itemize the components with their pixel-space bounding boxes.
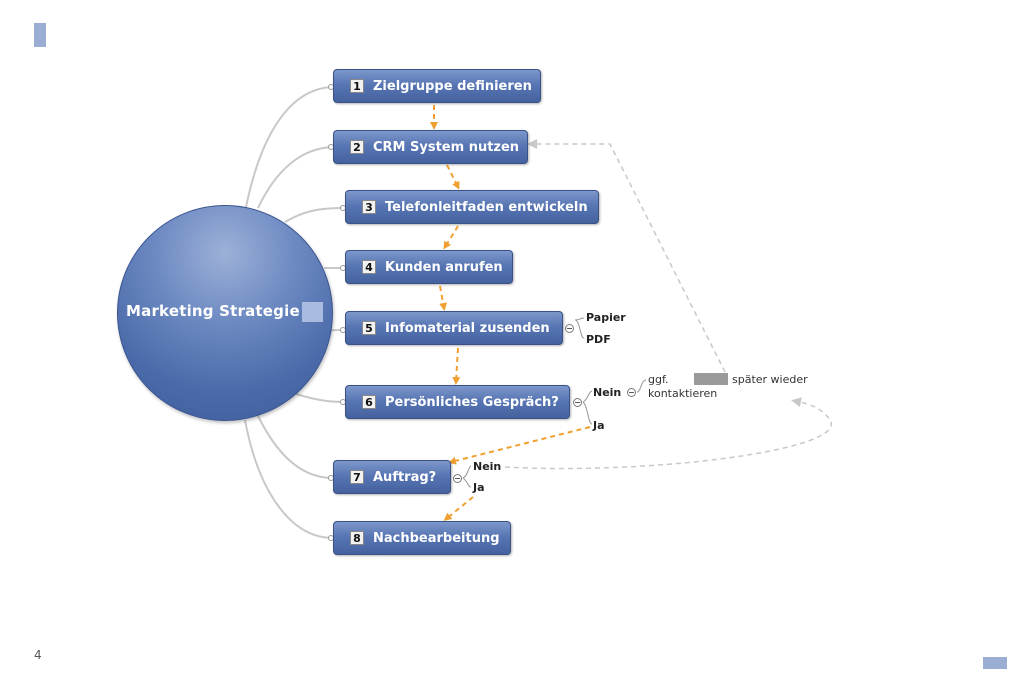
step-number: 3 — [362, 200, 376, 214]
step-5-node[interactable]: 5 Infomaterial zusenden — [345, 311, 563, 345]
arrow-2-3 — [446, 164, 460, 190]
hub-link-2 — [257, 146, 334, 209]
step-label: Infomaterial zusenden — [385, 320, 550, 336]
arrow-3-4 — [443, 225, 459, 250]
hub-link-8 — [244, 419, 334, 539]
corner-mark-bottom-right — [983, 657, 1007, 669]
hub-link-6 — [295, 393, 346, 403]
feedback-arrows — [504, 139, 833, 470]
collapse-toggle-step-5[interactable] — [565, 324, 574, 333]
page-number: 4 — [34, 648, 42, 662]
step-number: 2 — [350, 140, 364, 154]
branch-papier[interactable]: Papier — [586, 311, 626, 324]
hub-marker-square — [302, 302, 323, 322]
arrow-nein-to-note — [504, 397, 833, 470]
arrow-5-6 — [452, 347, 461, 385]
step-label: Auftrag? — [373, 469, 437, 485]
arrow-4-5 — [439, 285, 448, 311]
step-label: Nachbearbeitung — [373, 530, 500, 546]
note-spaeter-wieder: später wieder — [732, 373, 808, 386]
collapse-toggle-nein[interactable] — [627, 388, 636, 397]
hub-links — [244, 86, 346, 539]
step-1-node[interactable]: 1 Zielgruppe definieren — [333, 69, 541, 103]
collapse-toggle-step-6[interactable] — [573, 398, 582, 407]
step-7-node[interactable]: 7 Auftrag? — [333, 460, 451, 494]
step-label: Kunden anrufen — [385, 259, 503, 275]
branch-pdf[interactable]: PDF — [586, 333, 611, 346]
hub-link-3 — [284, 207, 346, 223]
branch-auftrag-nein[interactable]: Nein — [473, 460, 502, 473]
note-kontaktieren: kontaktieren — [648, 387, 718, 400]
step-2-node[interactable]: 2 CRM System nutzen — [333, 130, 528, 164]
collapse-toggle-step-7[interactable] — [453, 474, 462, 483]
step-3-node[interactable]: 3 Telefonleitfaden entwickeln — [345, 190, 599, 224]
step-number: 6 — [362, 395, 376, 409]
step-number: 4 — [362, 260, 376, 274]
step-label: Zielgruppe definieren — [373, 78, 532, 94]
step-number: 8 — [350, 531, 364, 545]
arrow-ja-7 — [448, 426, 591, 465]
note-ggf: ggf. — [648, 373, 669, 386]
hub-link-7 — [257, 415, 334, 479]
hub-link-1 — [244, 86, 334, 213]
central-topic-label: Marketing Strategie — [126, 302, 300, 320]
corner-mark-top-left — [34, 23, 46, 47]
step-number: 1 — [350, 79, 364, 93]
flow-arrows — [430, 105, 591, 521]
branch-brackets — [462, 317, 647, 488]
step-8-node[interactable]: 8 Nachbearbeitung — [333, 521, 511, 555]
redacted-block — [694, 373, 728, 385]
branch-gespraech-ja[interactable]: Ja — [593, 419, 605, 432]
step-number: 5 — [362, 321, 376, 335]
step-label: Telefonleitfaden entwickeln — [385, 199, 588, 215]
branch-gespraech-nein[interactable]: Nein — [593, 386, 622, 399]
step-4-node[interactable]: 4 Kunden anrufen — [345, 250, 513, 284]
arrow-note-to-crm — [527, 139, 726, 373]
branch-auftrag-ja[interactable]: Ja — [473, 481, 485, 494]
step-label: Persönliches Gespräch? — [385, 394, 559, 410]
step-number: 7 — [350, 470, 364, 484]
step-label: CRM System nutzen — [373, 139, 520, 155]
central-topic-circle[interactable] — [117, 205, 333, 421]
arrow-ja-8 — [443, 496, 474, 521]
step-6-node[interactable]: 6 Persönliches Gespräch? — [345, 385, 570, 419]
